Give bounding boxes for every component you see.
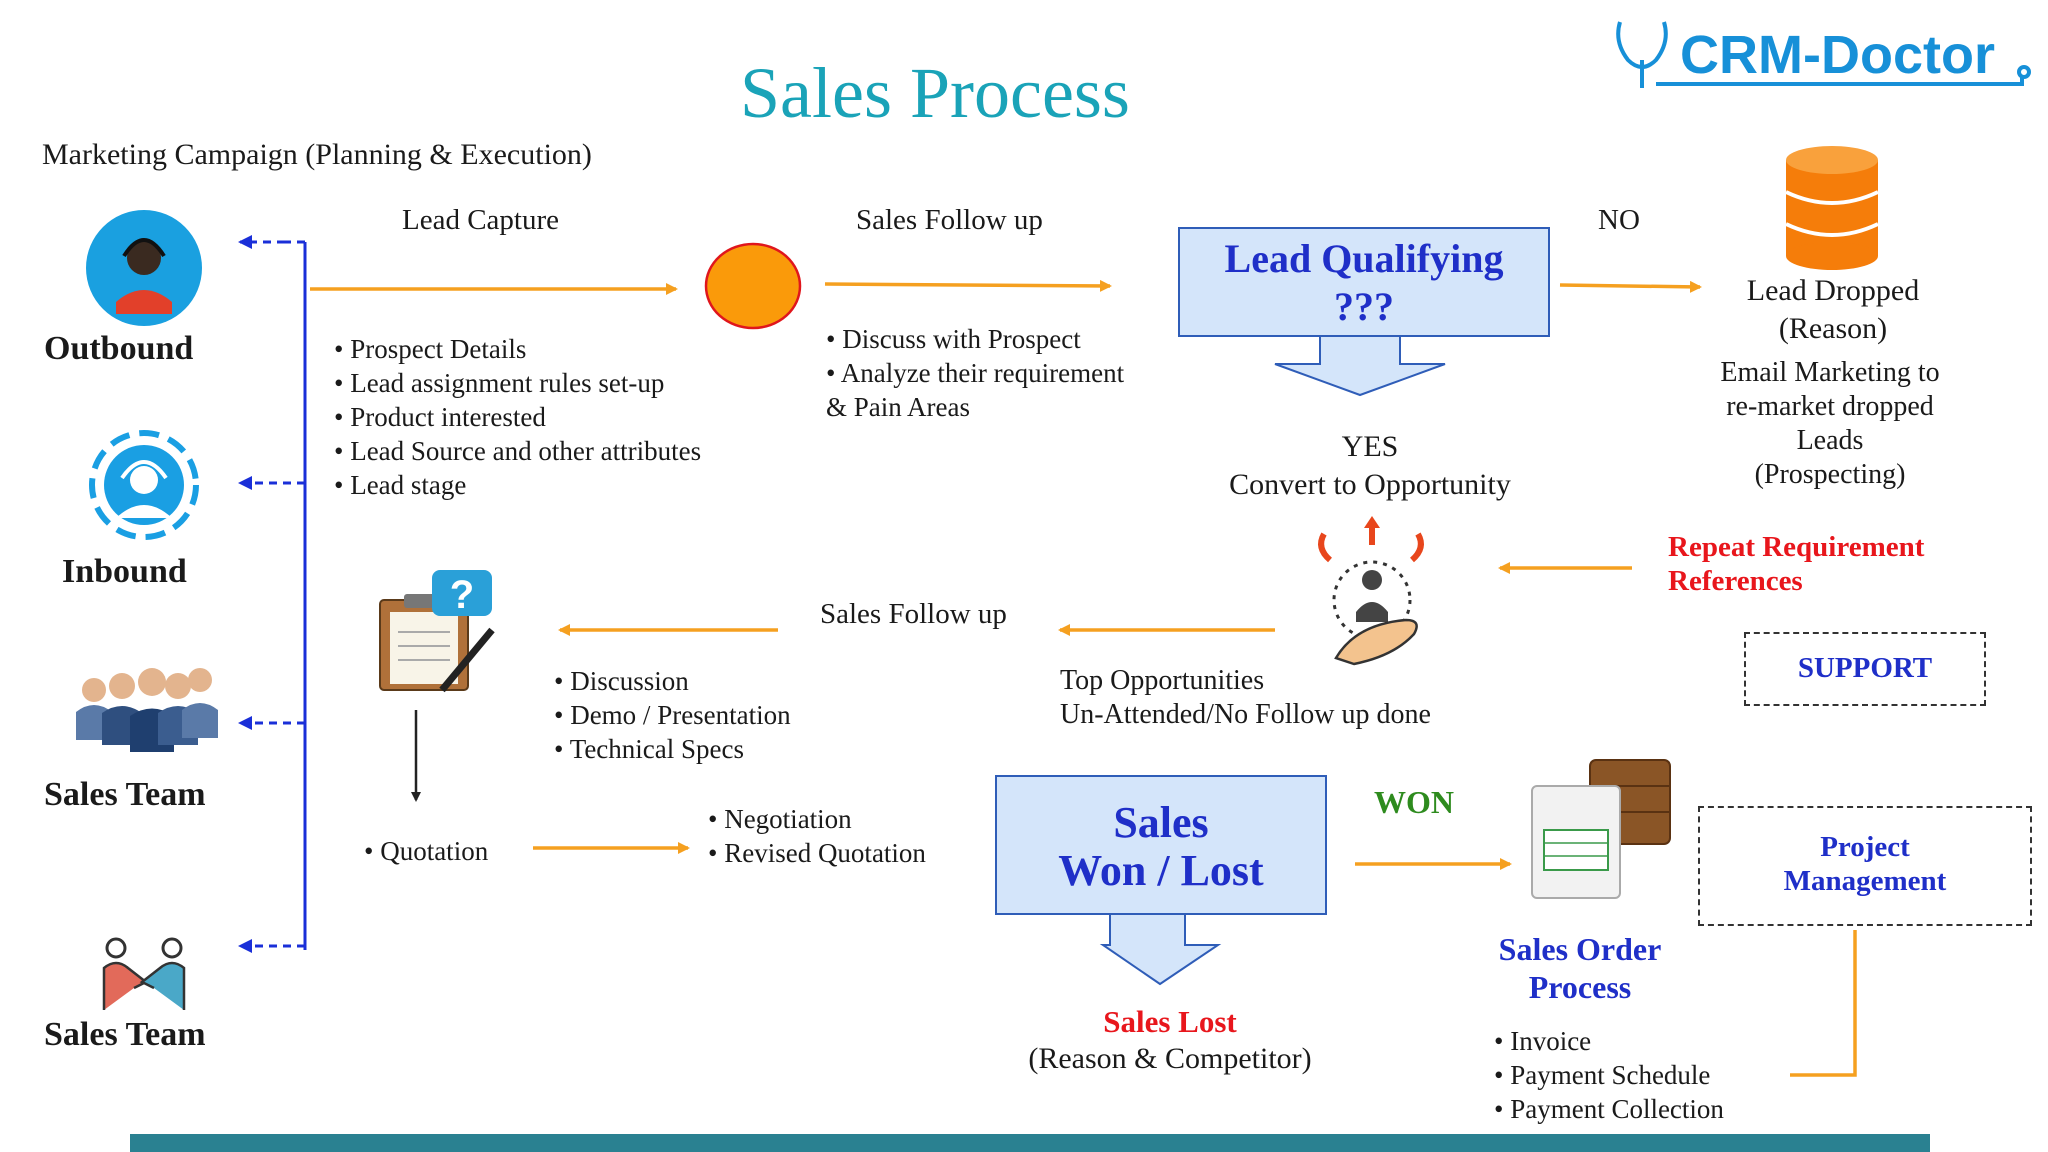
team-group-icon: [76, 668, 218, 752]
page-title: Sales Process: [740, 53, 1130, 133]
list-item: Discuss with Prospect: [826, 322, 1124, 356]
list-item: Analyze their requirement: [826, 356, 1124, 390]
flow-arrows: [310, 279, 1857, 1077]
project-management-box: Project Management: [1698, 806, 2032, 926]
follow-up-list: Discuss with Prospect Analyze their requ…: [826, 322, 1124, 424]
list-item: Lead stage: [334, 468, 701, 502]
list-item: Revised Quotation: [708, 836, 926, 870]
follow-up-label: Sales Follow up: [856, 204, 1043, 236]
management-line: Management: [1783, 865, 1947, 897]
source-sales-team: Sales Team: [44, 776, 206, 813]
project-management-label: Project Management: [1700, 830, 2030, 898]
list-item: Demo / Presentation: [554, 698, 790, 732]
qualifying-down-arrow: [1274, 333, 1446, 397]
repeat-line: Repeat Requirement: [1668, 531, 1925, 563]
no-label: NO: [1598, 204, 1640, 236]
sales-lost-title: Sales Lost: [1103, 1004, 1237, 1039]
top-opportunities: Top Opportunities Un-Attended/No Follow …: [1060, 664, 1431, 732]
sales-order-title: Sales Order Process: [1470, 930, 1690, 1006]
sales-order-icon: [1531, 759, 1671, 899]
campaign-label: Marketing Campaign (Planning & Execution…: [42, 138, 592, 171]
lead-capture-list: Prospect Details Lead assignment rules s…: [334, 332, 701, 502]
lead-dropped-line1: Lead Dropped: [1746, 274, 1920, 307]
logo-stethoscope-icon: [1616, 21, 2031, 88]
headset-agent-icon: [86, 210, 202, 326]
list-item: Payment Collection: [1494, 1092, 1724, 1126]
references-line: References: [1668, 565, 1803, 597]
lead-capture-label: Lead Capture: [402, 204, 560, 236]
list-item: Invoice: [1494, 1024, 1724, 1058]
support-label: SUPPORT: [1797, 652, 1933, 684]
lead-qualifying-box: Lead Qualifying ???: [1178, 227, 1550, 337]
quote-clipboard-icon: ?: [379, 570, 495, 693]
handshake-icon: [102, 937, 186, 1010]
unattended-line: Un-Attended/No Follow up done: [1060, 699, 1431, 730]
won-lost-down-arrow: [1099, 912, 1222, 986]
yes-convert: YES Convert to Opportunity: [1190, 428, 1550, 504]
list-item: Discussion: [554, 664, 791, 698]
opportunity-hand-icon: [1318, 516, 1424, 666]
email-line: re-market dropped: [1726, 391, 1934, 422]
list-item: Quotation: [364, 834, 488, 868]
list-item: Lead assignment rules set-up: [334, 366, 701, 400]
qualifying-line2: ???: [1334, 284, 1394, 329]
sales-order-line1: Sales Order: [1498, 931, 1662, 967]
sales-order-line2: Process: [1528, 969, 1632, 1005]
won-lost-box: Sales Won / Lost: [995, 775, 1327, 915]
logo-text: CRM-Doctor: [1680, 25, 1995, 85]
sales-order-list: Invoice Payment Schedule Payment Collect…: [1494, 1024, 1724, 1126]
convert-label: Convert to Opportunity: [1229, 468, 1511, 501]
svg-text:?: ?: [450, 573, 474, 617]
won-lost-line1: Sales: [1113, 798, 1209, 847]
quotation: Quotation: [364, 834, 488, 868]
email-marketing: Email Marketing to re-market dropped Lea…: [1680, 356, 1980, 492]
lead-circle: [704, 242, 802, 330]
support-agent-icon: [89, 430, 199, 540]
support-box: SUPPORT: [1744, 632, 1986, 706]
top-opps-line: Top Opportunities: [1060, 665, 1265, 696]
lead-dropped: Lead Dropped (Reason): [1700, 272, 1966, 348]
project-line: Project: [1820, 831, 1910, 863]
email-line: Email Marketing to: [1720, 357, 1940, 388]
won-label: WON: [1374, 784, 1454, 820]
list-item: Payment Schedule: [1494, 1058, 1724, 1092]
sales-lost-reason: (Reason & Competitor): [1028, 1042, 1312, 1075]
list-item: Lead Source and other attributes: [334, 434, 701, 468]
negotiation-list: Negotiation Revised Quotation: [708, 802, 926, 870]
source-inbound: Inbound: [62, 553, 187, 590]
list-item: Technical Specs: [554, 732, 791, 766]
list-item: Product interested: [334, 400, 701, 434]
won-lost-line2: Won / Lost: [1058, 846, 1264, 895]
follow-up-2-list: Discussion Demo / Presentation Technical…: [554, 664, 791, 766]
email-line: Leads: [1796, 425, 1864, 456]
email-line: (Prospecting): [1754, 459, 1906, 490]
database-icon: [1785, 146, 1879, 270]
list-item: Prospect Details: [334, 332, 701, 366]
repeat-references: Repeat Requirement References: [1668, 530, 1924, 598]
yes-label: YES: [1341, 430, 1399, 463]
source-bracket: [238, 235, 307, 953]
list-item-continuation: & Pain Areas: [826, 392, 970, 422]
qualifying-line1: Lead Qualifying: [1224, 236, 1504, 281]
list-item: Negotiation: [708, 802, 926, 836]
follow-up-2-label: Sales Follow up: [820, 598, 1007, 630]
source-outbound: Outbound: [44, 330, 194, 367]
footer-bar: [130, 1134, 1930, 1152]
lead-dropped-line2: (Reason): [1778, 312, 1888, 345]
source-sales-team-partner: Sales Team: [44, 1016, 206, 1053]
